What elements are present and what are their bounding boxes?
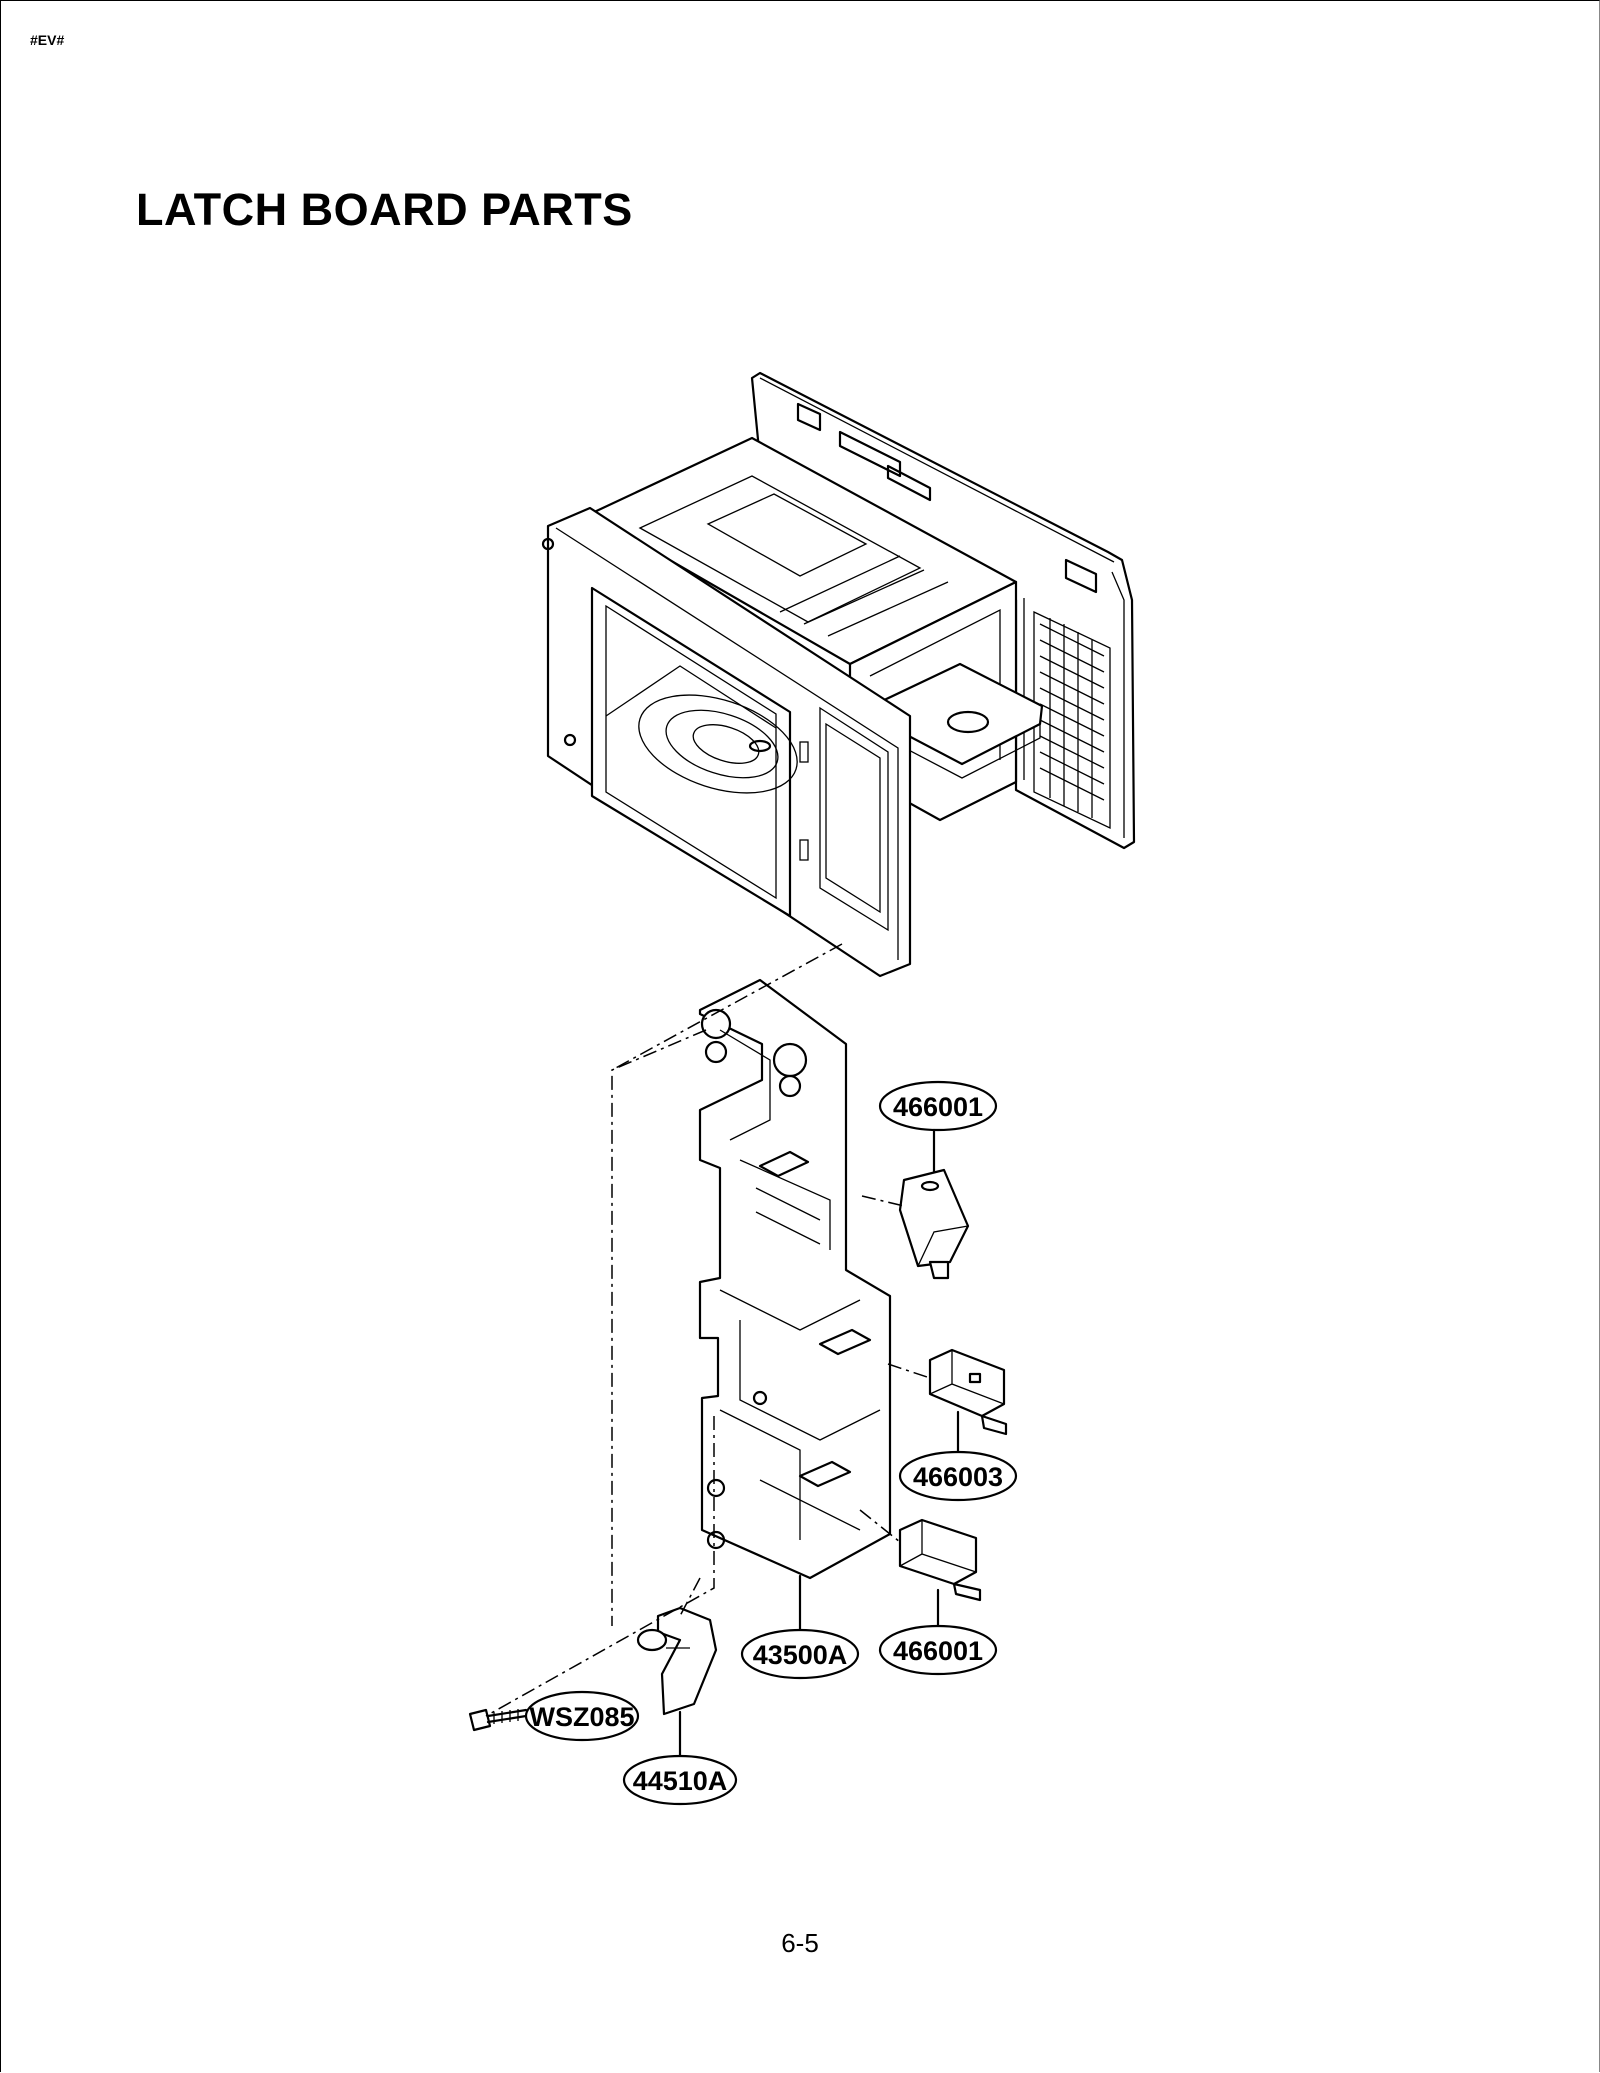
callout-43500a: 43500A <box>740 1574 860 1680</box>
callout-label: WSZ085 <box>529 1702 634 1732</box>
callout-label: 466001 <box>893 1636 983 1666</box>
callout-466001-bottom: 466001 <box>878 1588 998 1676</box>
latch-board-illustration <box>698 978 892 1580</box>
callout-label: 466001 <box>893 1092 983 1122</box>
callout-label: 44510A <box>633 1766 728 1796</box>
callout-466001-top: 466001 <box>878 1080 998 1174</box>
vent-grid <box>1033 610 1111 830</box>
page-title: LATCH BOARD PARTS <box>136 184 633 235</box>
callout-label: 466003 <box>913 1462 1003 1492</box>
latch-lever-illustration <box>636 1606 718 1716</box>
header-code: #EV# <box>30 32 65 48</box>
callout-label: 43500A <box>753 1640 848 1670</box>
screw-illustration <box>468 1708 528 1732</box>
microwave-cavity-illustration <box>541 371 1136 978</box>
assembly-lines <box>485 943 931 1717</box>
switch-middle-illustration <box>928 1348 1008 1436</box>
switch-bottom-illustration <box>898 1518 982 1602</box>
page-number: 6-5 <box>781 1928 819 1958</box>
callout-466003: 466003 <box>898 1410 1018 1502</box>
switch-top-illustration <box>898 1168 970 1280</box>
callout-44510a: 44510A <box>622 1710 738 1806</box>
callout-wsz085: WSZ085 <box>524 1690 640 1742</box>
